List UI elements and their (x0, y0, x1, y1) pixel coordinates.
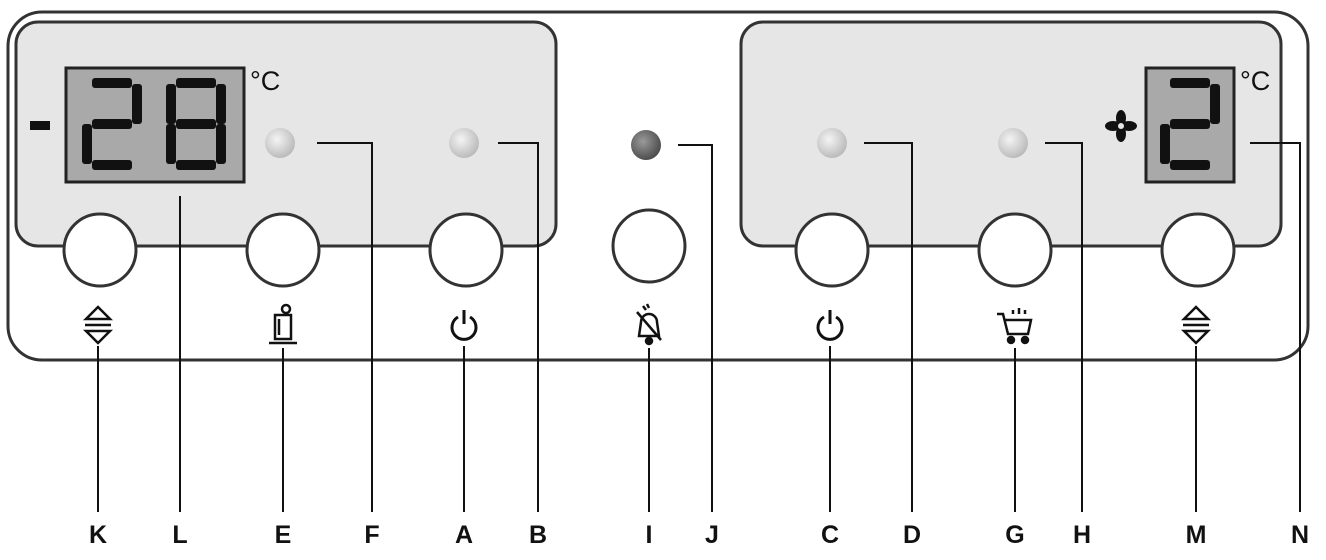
leader-line-j (678, 144, 713, 512)
callout-label-d: D (903, 521, 921, 549)
digit-segment-b (1210, 84, 1220, 124)
fridge-power-button[interactable] (794, 212, 870, 288)
power-icon (450, 310, 478, 341)
indicator-light-j (631, 130, 661, 160)
digit-segment-e (166, 124, 176, 164)
leader-line-f (317, 142, 373, 512)
digit-segment-g (1170, 119, 1210, 129)
digit-segment-b (132, 84, 142, 124)
indicator-light-h (998, 128, 1028, 158)
leader-line-d (864, 142, 913, 512)
digit-segment-e (82, 124, 92, 164)
digit-segment-f (166, 84, 176, 124)
callout-label-l: L (172, 521, 187, 549)
penguin-super-freeze-icon (269, 303, 297, 345)
freezer-power-button[interactable] (428, 212, 504, 288)
fridge-temperature-digits (1160, 78, 1220, 170)
digit-segment-g (176, 119, 216, 129)
callout-label-g: G (1005, 521, 1024, 549)
callout-label-m: M (1186, 521, 1207, 549)
callout-label-b: B (529, 521, 547, 549)
alarm-off-button[interactable] (611, 208, 687, 284)
digit-segment-d (1170, 160, 1210, 170)
digit-segment-b (216, 84, 226, 124)
callout-label-n: N (1291, 521, 1309, 549)
digit-segment-a (1170, 78, 1210, 88)
callout-label-f: F (364, 521, 379, 549)
callout-label-i: I (646, 521, 653, 549)
digit-segment-a (92, 78, 132, 88)
digit-segment-e (1160, 124, 1170, 164)
super-cool-button[interactable] (977, 212, 1053, 288)
leader-line-b (498, 142, 539, 512)
shopping-cart-super-cool-icon (997, 308, 1033, 345)
digit-segment-d (176, 160, 216, 170)
callout-label-c: C (821, 521, 839, 549)
super-freeze-button[interactable] (245, 212, 321, 288)
indicator-light-b (449, 128, 479, 158)
leader-line-h (1045, 142, 1083, 512)
fridge-unit: °C (1240, 66, 1270, 96)
digit-segment-a (176, 78, 216, 88)
digit-segment-d (92, 160, 132, 170)
freezer-unit: °C (250, 66, 280, 96)
temperature-set-button-freezer[interactable] (62, 212, 138, 288)
indicator-light-d (817, 128, 847, 158)
callout-label-h: H (1073, 521, 1091, 549)
freezer-temperature-digits (82, 78, 226, 170)
power-icon (816, 310, 844, 341)
leader-line-n (1250, 142, 1301, 512)
digit-segment-c (216, 124, 226, 164)
leader-lines (97, 142, 1301, 512)
temperature-set-button-fridge[interactable] (1160, 212, 1236, 288)
up-down-arrows-icon (1180, 305, 1212, 345)
up-down-arrows-icon (82, 305, 114, 345)
freezer-minus-sign (30, 121, 50, 130)
indicator-light-f (265, 128, 295, 158)
callout-label-k: K (89, 521, 107, 549)
callout-label-j: J (705, 521, 719, 549)
fan-icon (1105, 110, 1137, 142)
callout-label-a: A (455, 521, 473, 549)
alarm-off-bell-icon (636, 303, 662, 346)
digit-segment-g (92, 119, 132, 129)
callout-label-e: E (275, 521, 292, 549)
